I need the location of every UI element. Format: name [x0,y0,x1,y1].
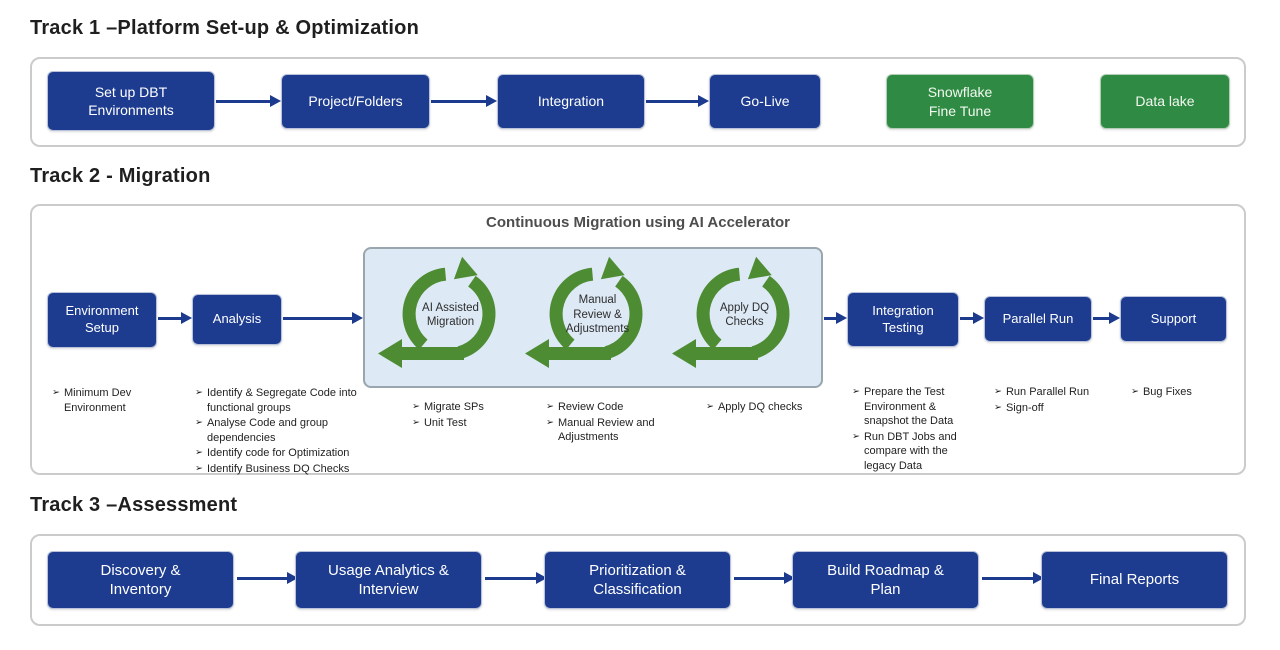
flow-arrow [485,572,547,584]
bullet-text: Review Code [557,401,624,413]
bullet-arrow-icon: ➢ [195,447,203,459]
bullet-item: ➢Identify Business DQ Checks [195,462,375,477]
node-project-folders: Project/Folders [281,74,430,129]
flow-arrow [824,312,847,324]
bullet-text: Run Parallel Run [1005,386,1090,398]
bullet-arrow-icon: ➢ [546,401,554,412]
flow-arrow [960,312,984,324]
bullet-item: ➢Prepare the Test Environment & snapshot… [852,385,980,429]
flow-arrow [1093,312,1120,324]
cycle-arrow-icon [672,256,790,368]
node-discovery-inventory: Discovery & Inventory [47,551,234,609]
bullet-arrow-icon: ➢ [412,401,420,412]
bullet-text: Analyse Code and group dependencies [206,417,329,444]
bullet-text: Minimum Dev Environment [63,387,132,414]
node-final-reports: Final Reports [1041,551,1228,609]
bullet-item: ➢Apply DQ checks [706,400,818,415]
bullets-parallel-run: ➢Run Parallel Run➢Sign-off [994,385,1109,416]
node-go-live: Go-Live [709,74,821,129]
bullet-text: Identify Business DQ Checks [206,462,350,475]
cycle-arrow-icon [525,256,643,368]
flow-arrow [158,312,192,324]
bullet-arrow-icon: ➢ [994,401,1002,413]
bullet-arrow-icon: ➢ [195,462,203,474]
track2-title: Track 2 - Migration [30,165,211,187]
flow-arrow [431,95,497,107]
node-prioritization-classification: Prioritization & Classification [544,551,731,609]
bullet-item: ➢Migrate SPs [412,400,524,415]
bullets-integration-testing: ➢Prepare the Test Environment & snapshot… [852,385,980,474]
flow-arrow [646,95,709,107]
node-data-lake: Data lake [1100,74,1230,129]
bullet-item: ➢Review Code [546,400,686,415]
bullet-arrow-icon: ➢ [852,386,860,397]
node-build-roadmap-plan: Build Roadmap & Plan [792,551,979,609]
bullets-apply-dq-checks: ➢Apply DQ checks [706,400,818,416]
bullet-text: Identify code for Optimization [206,447,350,460]
bullet-arrow-icon: ➢ [852,430,860,442]
bullet-text: Run DBT Jobs and compare with the legacy… [863,430,957,472]
node-analysis: Analysis [192,294,282,345]
node-usage-analytics-interview: Usage Analytics & Interview [295,551,482,609]
cycle-label: Apply DQ Checks [719,301,770,328]
flow-arrow [734,572,795,584]
flow-arrow [982,572,1044,584]
bullet-item: ➢Sign-off [994,401,1109,416]
node-integration-testing: Integration Testing [847,292,959,347]
bullet-item: ➢Unit Test [412,416,524,431]
cycle-apply-dq-checks: Apply DQ Checks [668,252,821,388]
bullet-arrow-icon: ➢ [1131,386,1139,397]
node-setup-dbt-environments: Set up DBT Environments [47,71,215,131]
bullet-arrow-icon: ➢ [706,401,714,412]
bullets-analysis: ➢Identify & Segregate Code into function… [195,386,375,478]
flow-arrow [283,312,363,324]
bullet-arrow-icon: ➢ [52,387,60,398]
bullet-item: ➢Minimum Dev Environment [52,386,177,415]
bullet-item: ➢Identify & Segregate Code into function… [195,386,375,415]
track1-title: Track 1 –Platform Set-up & Optimization [30,17,419,39]
bullet-item: ➢Run DBT Jobs and compare with the legac… [852,430,980,474]
bullet-text: Manual Review and Adjustments [557,416,655,444]
bullet-item: ➢Bug Fixes [1131,385,1231,400]
bullets-environment-setup: ➢Minimum Dev Environment [52,386,177,416]
bullets-manual-review: ➢Review Code➢Manual Review and Adjustmen… [546,400,686,446]
bullet-text: Unit Test [423,416,467,429]
cycle-arrow-icon [378,256,496,368]
node-environment-setup: Environment Setup [47,292,157,348]
cycle-ai-assisted-migration: AI Assisted Migration [374,252,527,388]
bullets-support: ➢Bug Fixes [1131,385,1231,401]
node-parallel-run: Parallel Run [984,296,1092,342]
bullet-item: ➢Analyse Code and group dependencies [195,416,375,445]
node-support: Support [1120,296,1227,342]
bullet-arrow-icon: ➢ [195,387,203,398]
cycle-manual-review-adjustments: Manual Review & Adjustments [521,252,674,388]
accelerator-title: Continuous Migration using AI Accelerato… [486,214,790,231]
bullet-arrow-icon: ➢ [412,416,420,428]
bullet-item: ➢Identify code for Optimization [195,446,375,461]
bullets-ai-assisted-migration: ➢Migrate SPs➢Unit Test [412,400,524,431]
bullet-item: ➢Run Parallel Run [994,385,1109,400]
flow-arrow [237,572,298,584]
bullet-arrow-icon: ➢ [994,386,1002,397]
bullet-text: Sign-off [1005,401,1044,414]
bullet-arrow-icon: ➢ [546,416,554,428]
cycle-label: Manual Review & Adjustments [565,294,630,336]
node-integration: Integration [497,74,645,129]
bullet-text: Apply DQ checks [717,401,803,413]
bullet-text: Prepare the Test Environment & snapshot … [863,386,954,428]
track3-title: Track 3 –Assessment [30,494,238,516]
cycle-label: AI Assisted Migration [422,301,479,328]
flow-arrow [216,95,281,107]
bullet-arrow-icon: ➢ [195,417,203,429]
bullet-text: Bug Fixes [1142,386,1192,398]
node-snowflake-fine-tune: Snowflake Fine Tune [886,74,1034,129]
bullet-text: Migrate SPs [423,401,484,413]
bullet-text: Identify & Segregate Code into functiona… [206,387,357,414]
bullet-item: ➢Manual Review and Adjustments [546,416,686,445]
